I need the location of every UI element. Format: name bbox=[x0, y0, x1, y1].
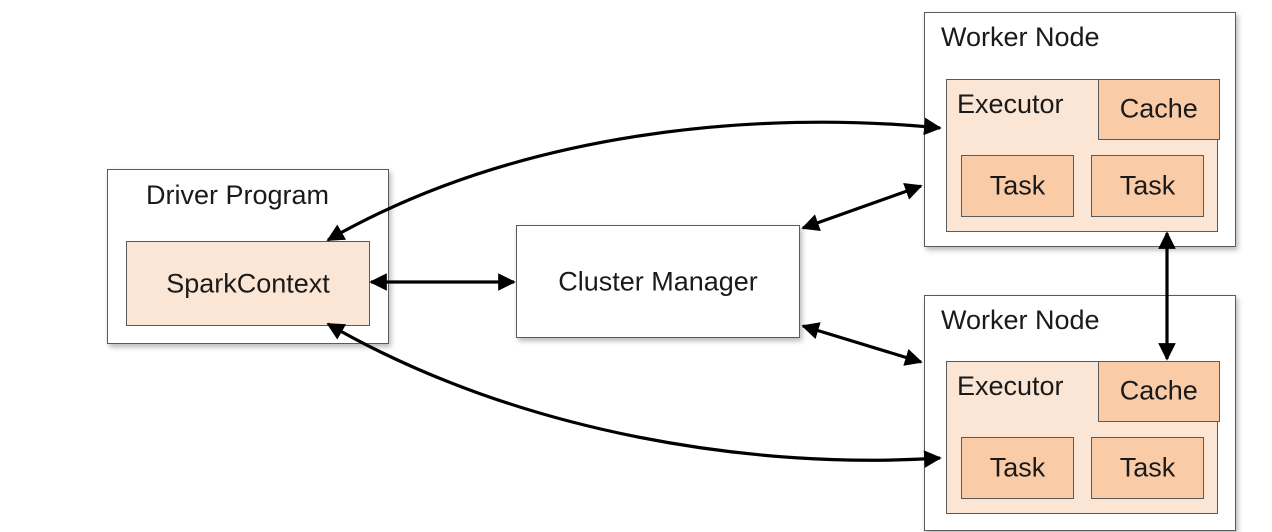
cache-2-box: Cache bbox=[1098, 360, 1220, 422]
arrow-context-to-executor-2 bbox=[326, 322, 942, 468]
cache-1-label: Cache bbox=[1119, 93, 1198, 124]
task-1b-label: Task bbox=[1119, 170, 1176, 201]
task-2a-box: Task bbox=[961, 437, 1074, 499]
worker-node-2: Worker Node Executor Cache Task Task bbox=[924, 295, 1236, 531]
task-2b-box: Task bbox=[1091, 437, 1204, 499]
spark-context-label: SparkContext bbox=[166, 268, 330, 298]
driver-program-title: Driver Program bbox=[146, 180, 330, 210]
cluster-manager-box: Cluster Manager bbox=[516, 225, 800, 338]
arrow-cluster-manager-to-worker-2 bbox=[801, 322, 923, 366]
worker-node-1: Worker Node Executor Cache Task Task bbox=[924, 12, 1236, 247]
worker-node-1-title: Worker Node bbox=[941, 22, 1100, 52]
executor-2-box: Executor Cache Task Task bbox=[946, 360, 1220, 514]
arrow-context-to-executor-1 bbox=[326, 117, 942, 242]
executor-1-label: Executor bbox=[957, 89, 1064, 119]
cluster-manager-label: Cluster Manager bbox=[558, 266, 758, 296]
cache-2-label: Cache bbox=[1119, 375, 1198, 406]
cache-1-box: Cache bbox=[1098, 78, 1220, 140]
task-1a-label: Task bbox=[989, 170, 1046, 201]
executor-1-box: Executor Cache Task Task bbox=[946, 78, 1220, 232]
executor-2-label: Executor bbox=[957, 371, 1064, 401]
worker-node-2-title: Worker Node bbox=[941, 305, 1100, 335]
task-2a-label: Task bbox=[989, 452, 1046, 483]
task-1b-box: Task bbox=[1091, 155, 1204, 217]
task-1a-box: Task bbox=[961, 155, 1074, 217]
spark-context-box: SparkContext bbox=[126, 241, 370, 326]
task-2b-label: Task bbox=[1119, 452, 1176, 483]
arrow-cluster-manager-to-worker-1 bbox=[801, 183, 923, 231]
